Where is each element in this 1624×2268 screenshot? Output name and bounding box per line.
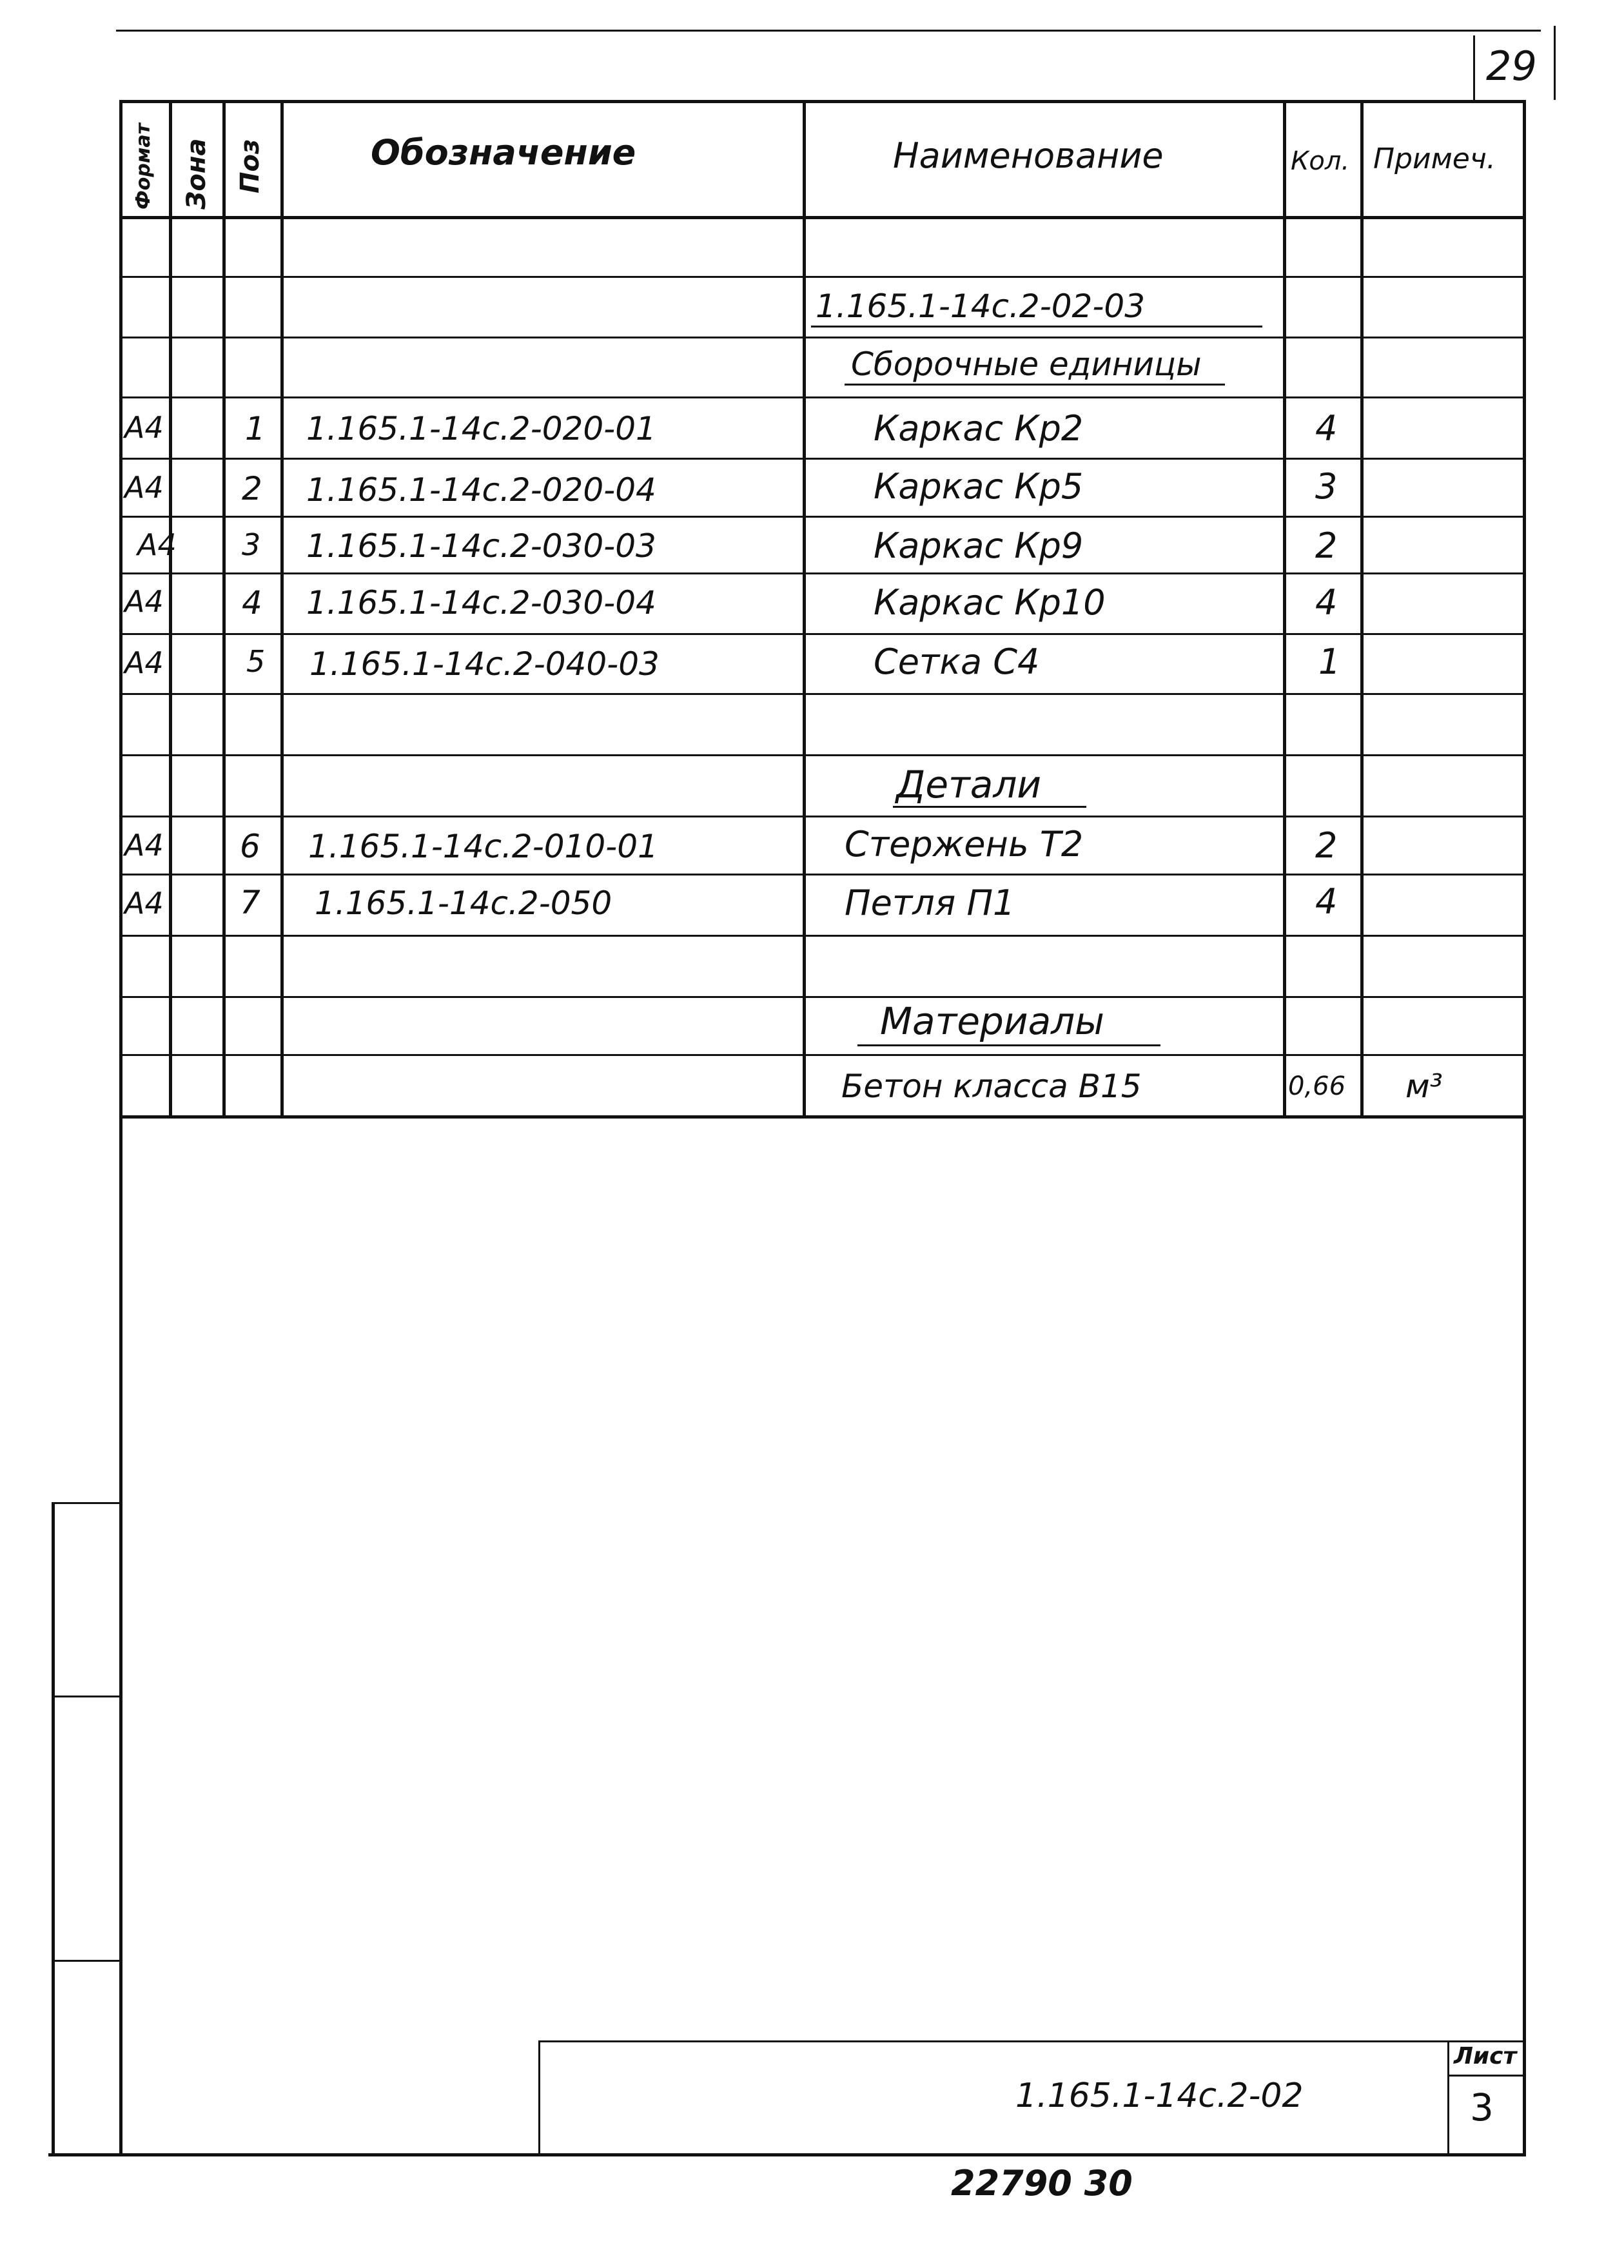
sheet-label: Лист [1454, 2043, 1517, 2069]
underline [811, 326, 1262, 327]
col-line-qty [1360, 100, 1364, 1119]
row-name: Каркас Кр2 [874, 408, 1084, 449]
col-line-pos [280, 100, 284, 1119]
row-designation: 1.165.1-14с.2-030-04 [306, 584, 656, 621]
row-qty: 2 [1315, 825, 1338, 866]
row-format: А4 [124, 828, 164, 863]
row-line [119, 337, 1525, 338]
side-box-left [52, 1502, 55, 2156]
header-bottom-line [119, 216, 1526, 219]
header-zone: Зона [182, 138, 211, 210]
row-qty: 2 [1315, 525, 1338, 566]
header-format: Формат [132, 123, 155, 210]
row-designation: 1.165.1-14с.2-030-03 [306, 527, 656, 565]
header-pos: Поз [235, 139, 265, 193]
row-name: Каркас Кр10 [874, 582, 1106, 623]
col-line-zone [222, 100, 226, 1119]
col-line-designation [803, 100, 806, 1119]
row-line [119, 935, 1525, 937]
row-line [119, 276, 1525, 278]
row-designation: 1.165.1-14с.2-010-01 [308, 828, 658, 865]
material-unit: м³ [1405, 1068, 1443, 1105]
side-box-line [52, 1696, 121, 1697]
title-block-sheet-divider [1447, 2040, 1449, 2156]
header-qty: Кол. [1291, 146, 1350, 176]
frame-right [1523, 100, 1526, 2156]
title-block-code: 1.165.1-14с.2-02 [1015, 2077, 1304, 2115]
document-code: 1.165.1-14с.2-02-03 [816, 288, 1146, 325]
top-border-line [116, 30, 1541, 32]
title-block-top [538, 2040, 1525, 2042]
row-pos: 6 [240, 828, 260, 865]
title-block-left [538, 2040, 540, 2156]
header-designation: Обозначение [371, 132, 636, 173]
row-format: А4 [124, 584, 164, 619]
row-name: Петля П1 [845, 883, 1015, 923]
row-name: Стержень Т2 [845, 824, 1084, 865]
row-line [119, 633, 1525, 635]
row-format: А4 [124, 886, 164, 921]
row-designation: 1.165.1-14с.2-050 [315, 885, 612, 922]
row-name: Каркас Кр9 [874, 525, 1084, 566]
row-format: А4 [124, 410, 164, 445]
row-qty: 4 [1315, 408, 1338, 449]
row-line [119, 874, 1525, 875]
header-note: Примеч. [1373, 142, 1496, 175]
row-name: Сетка С4 [874, 641, 1040, 682]
section-assembly-title: Сборочные единицы [851, 346, 1202, 383]
row-line [119, 754, 1525, 756]
underline [845, 384, 1225, 386]
row-format: А4 [124, 470, 164, 505]
sheet-number: 3 [1470, 2086, 1494, 2129]
row-line [119, 396, 1525, 398]
row-pos: 7 [240, 884, 260, 921]
row-format: А4 [124, 645, 164, 680]
underline [857, 1044, 1160, 1046]
title-block-sheet-line [1447, 2075, 1525, 2077]
row-line [119, 816, 1525, 817]
row-line [119, 996, 1525, 998]
col-line-format [169, 100, 172, 1119]
row-line [119, 1054, 1525, 1056]
side-box-line [52, 1502, 121, 1504]
row-pos: 3 [242, 527, 261, 562]
table-bottom-line [119, 1115, 1525, 1119]
row-line [119, 572, 1525, 574]
row-pos: 1 [245, 410, 266, 447]
row-qty: 1 [1318, 641, 1341, 682]
sheet-corner-number: 29 [1486, 43, 1537, 90]
row-qty: 3 [1315, 466, 1338, 507]
corner-box-left [1473, 35, 1475, 100]
header-name: Наименование [893, 135, 1164, 176]
frame-left [119, 100, 122, 2156]
bottom-stamp: 22790 30 [951, 2163, 1133, 2204]
frame-top [119, 100, 1526, 103]
section-materials-title: Материалы [880, 999, 1104, 1043]
row-line [119, 458, 1525, 460]
row-line [119, 693, 1525, 695]
row-pos: 4 [242, 584, 262, 621]
row-format: А4 [137, 527, 177, 562]
material-name: Бетон класса В15 [841, 1068, 1142, 1105]
corner-box-right [1554, 26, 1556, 100]
col-line-name [1283, 100, 1286, 1119]
row-qty: 4 [1315, 881, 1338, 922]
row-qty: 4 [1315, 582, 1338, 623]
underline [893, 806, 1086, 808]
row-designation: 1.165.1-14с.2-020-04 [306, 471, 656, 509]
row-pos: 5 [246, 644, 266, 679]
material-qty: 0,66 [1288, 1071, 1346, 1101]
row-designation: 1.165.1-14с.2-040-03 [309, 645, 660, 683]
row-pos: 2 [242, 470, 262, 507]
row-line [119, 516, 1525, 518]
frame-bottom [48, 2153, 1526, 2156]
side-box-line [52, 1960, 121, 1962]
row-designation: 1.165.1-14с.2-020-01 [306, 410, 656, 447]
row-name: Каркас Кр5 [874, 466, 1084, 507]
section-details-title: Детали [896, 763, 1042, 807]
